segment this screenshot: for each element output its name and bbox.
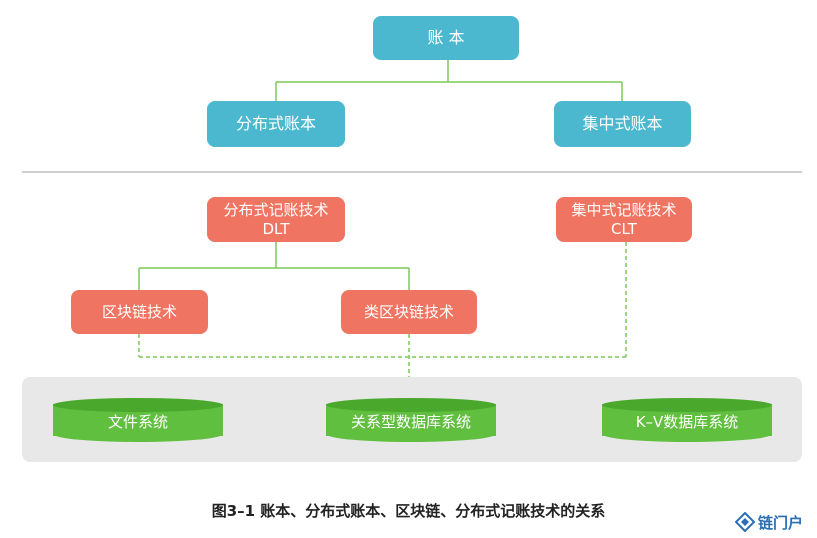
kv-db-label: K–V数据库系统 <box>635 413 739 431</box>
ledger-box: 账 本 <box>373 16 519 60</box>
kv-db-cylinder: K–V数据库系统 <box>602 398 772 442</box>
cylinder-bottom <box>602 426 772 442</box>
quasi-blockchain-box: 类区块链技术 <box>341 290 477 334</box>
figure-caption: 图3–1 账本、分布式账本、区块链、分布式记账技术的关系 <box>211 502 606 520</box>
cylinder-bottom <box>53 426 223 442</box>
relational-db-label: 关系型数据库系统 <box>350 413 471 431</box>
cylinder-top <box>326 398 496 412</box>
distributed-ledger-label: 分布式账本 <box>235 114 316 133</box>
logo-text: 链门户 <box>758 513 804 532</box>
cylinder-top <box>602 398 772 412</box>
quasi-blockchain-label: 类区块链技术 <box>363 302 454 321</box>
dlt-box: 分布式记账技术 DLT <box>207 197 345 242</box>
cylinder-bottom <box>326 426 496 442</box>
file-system-label: 文件系统 <box>107 413 168 431</box>
blockchain-label: 区块链技术 <box>101 302 177 321</box>
centralized-ledger-label: 集中式账本 <box>582 114 663 133</box>
centralized-ledger-box: 集中式账本 <box>554 101 691 147</box>
dlt-label-line1: 分布式记账技术 <box>223 200 329 219</box>
ledger-label: 账 本 <box>427 28 465 47</box>
logo: 链门户 <box>735 511 803 533</box>
file-system-cylinder: 文件系统 <box>53 398 223 442</box>
dlt-label-line2: DLT <box>262 219 290 238</box>
distributed-ledger-box: 分布式账本 <box>207 101 345 147</box>
cylinder-top <box>53 398 223 412</box>
diamond-logo-icon <box>735 512 755 532</box>
clt-box: 集中式记账技术 CLT <box>556 197 692 242</box>
clt-label-line2: CLT <box>611 219 637 238</box>
blockchain-box: 区块链技术 <box>71 290 208 334</box>
clt-label-line1: 集中式记账技术 <box>571 200 677 219</box>
relational-db-cylinder: 关系型数据库系统 <box>326 398 496 442</box>
section-divider <box>22 171 802 173</box>
